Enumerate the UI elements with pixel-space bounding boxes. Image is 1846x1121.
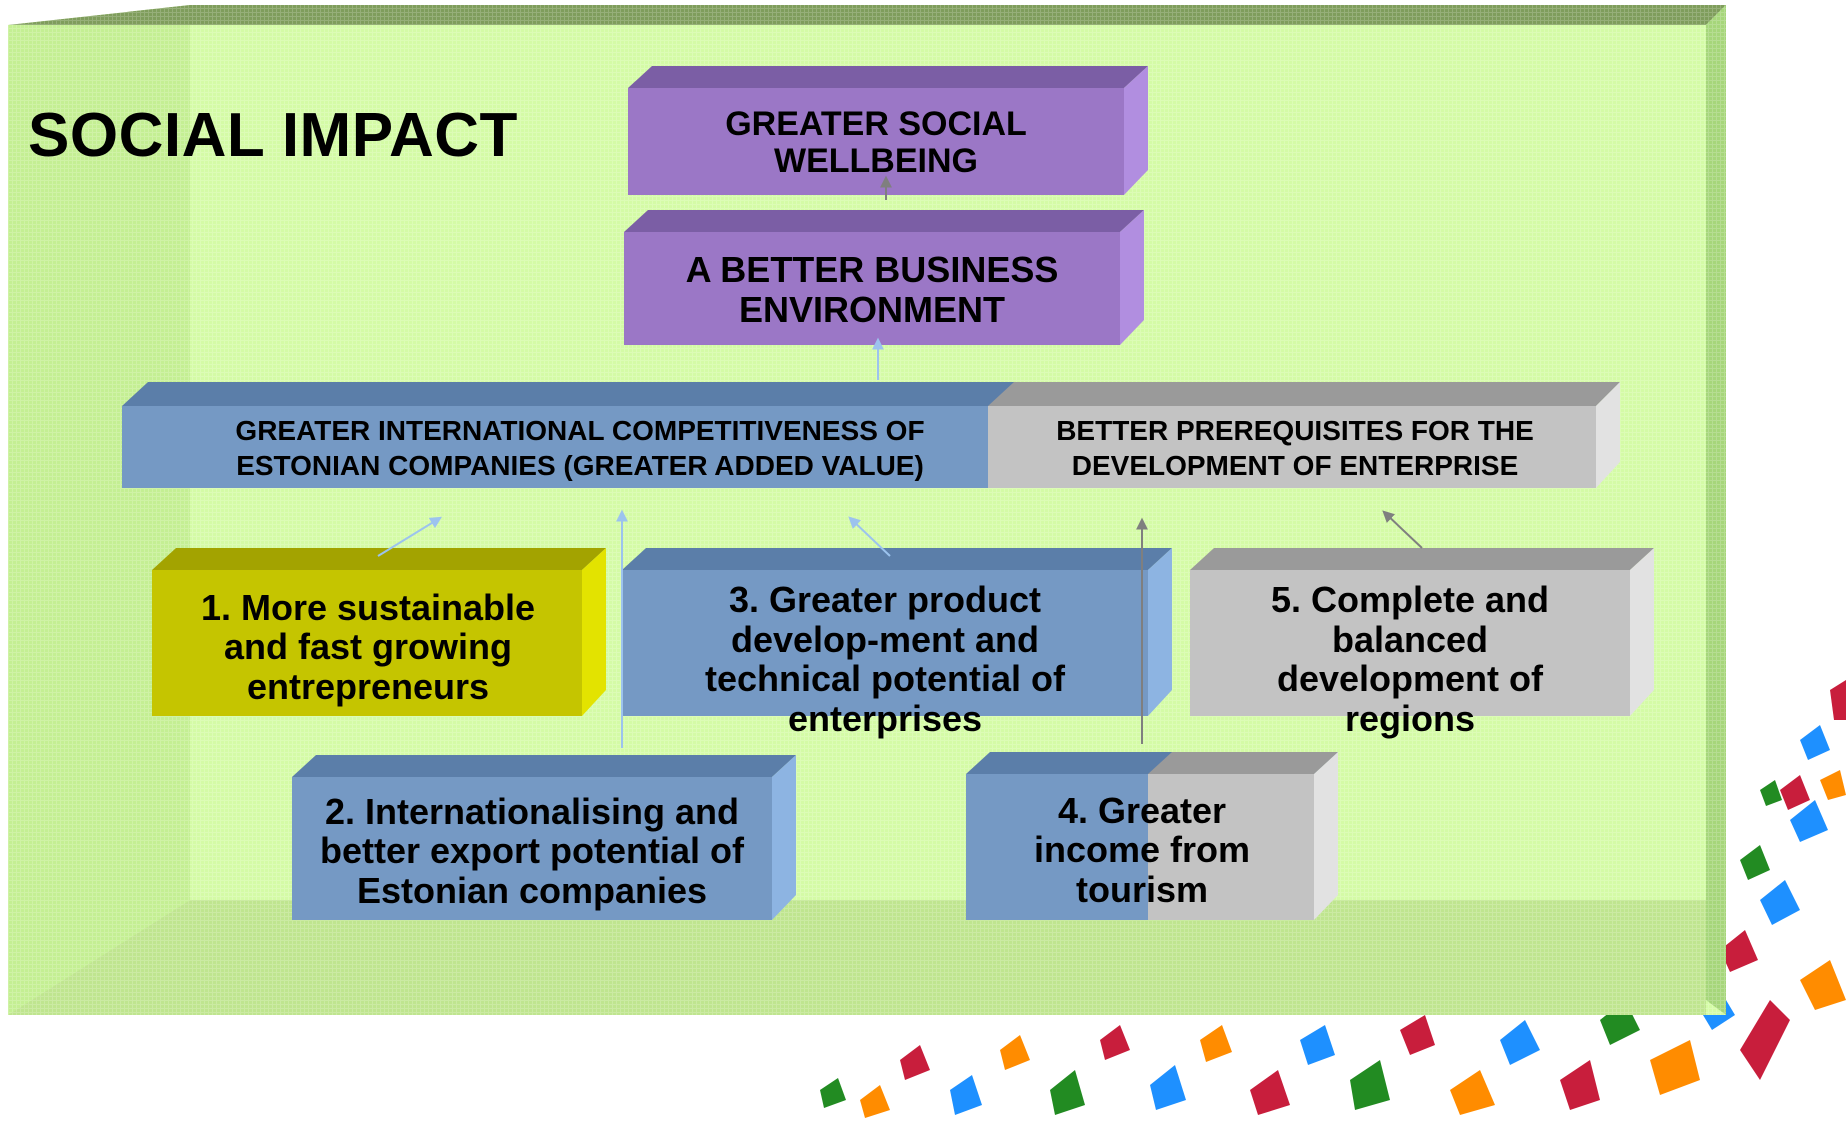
box-international-competitiveness (122, 382, 1058, 488)
arrows (377, 175, 1423, 748)
box-goal-2 (292, 755, 796, 920)
arrow-goal1 (377, 516, 443, 557)
box-better-business-environment (624, 210, 1144, 345)
box-goal-1 (152, 548, 606, 716)
arrow-goal3 (848, 516, 891, 557)
decorative-confetti-pattern (820, 680, 1846, 1118)
box-goal-5 (1190, 548, 1654, 716)
box-better-prerequisites (988, 382, 1620, 488)
label-international-competitiveness: GREATER INTERNATIONAL COMPETITIVENESS OF… (235, 415, 925, 481)
box-goal-4 (966, 752, 1338, 920)
arrow-goal5 (1382, 510, 1423, 549)
box-greater-social-wellbeing (628, 66, 1148, 195)
label-goal-2: 2. Internationalising and better export … (319, 790, 745, 911)
box-goal-3 (622, 548, 1172, 716)
label-goal-4: 4. Greater income from tourism (1033, 789, 1251, 910)
label-goal-5: 5. Complete and balanced development of … (1270, 579, 1550, 739)
label-better-prerequisites: BETTER PREREQUISITES FOR THE DEVELOPMENT… (1056, 415, 1534, 481)
label-goal-3: 3. Greater product develop-ment and tech… (704, 579, 1066, 739)
label-goal-1: 1. More sustainable and fast growing ent… (200, 586, 536, 707)
label-greater-social-wellbeing: GREATER SOCIAL WELLBEING (725, 104, 1027, 180)
slide-title: SOCIAL IMPACT (28, 101, 518, 170)
label-better-business-environment: A BETTER BUSINESS ENVIRONMENT (685, 249, 1059, 330)
